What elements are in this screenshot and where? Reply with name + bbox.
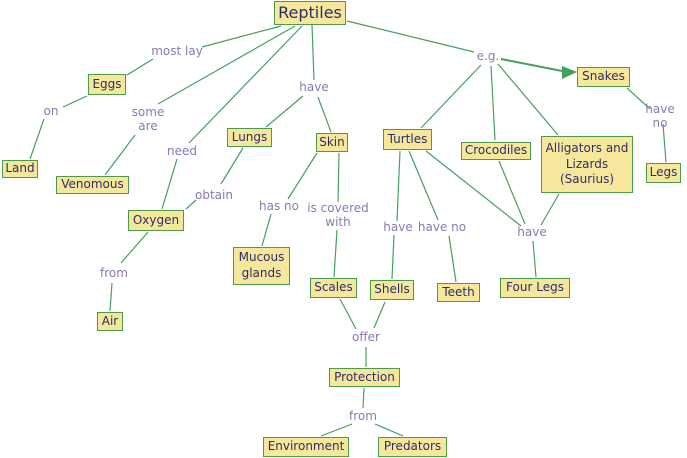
- edge-skin-to-has-no-mucous: [287, 152, 318, 200]
- edge-from-protection-to-environment: [320, 423, 353, 437]
- edge-on-to-land: [29, 118, 45, 160]
- arrowhead-to-snakes: [562, 66, 577, 79]
- edge-snakes-to-have-no-legs: [626, 87, 651, 110]
- node-predators[interactable]: Predators: [378, 437, 447, 457]
- edge-most-lay-to-eggs: [126, 58, 154, 76]
- edge-lungs-to-obtain: [220, 147, 244, 185]
- edge-eg-to-snakes: [500, 58, 563, 72]
- edge-reptiles-to-most-lay: [201, 25, 282, 48]
- link-label-on[interactable]: on: [43, 104, 59, 119]
- edge-oxygen-to-from-air: [120, 231, 149, 264]
- edge-some-are-to-venomous: [104, 134, 136, 176]
- node-alligators-lizards[interactable]: Alligators and Lizards (Saurius): [541, 136, 633, 193]
- edge-need-to-oxygen: [161, 158, 178, 210]
- link-label-from-air[interactable]: from: [100, 266, 128, 281]
- link-label-have-shells[interactable]: have: [383, 220, 413, 235]
- node-eggs[interactable]: Eggs: [88, 74, 126, 95]
- node-venomous[interactable]: Venomous: [56, 176, 129, 194]
- edge-eggs-to-on: [62, 95, 88, 108]
- edge-have-no-teeth-to-teeth: [448, 235, 457, 283]
- edge-reptiles-to-have-lungs-skin: [311, 24, 315, 81]
- edge-eg-to-alligators-lizards: [497, 63, 559, 136]
- node-skin[interactable]: Skin: [316, 133, 348, 152]
- edge-have-lungs-skin-to-lungs: [265, 95, 304, 128]
- edge-is-covered-with-to-scales: [333, 229, 338, 278]
- node-air[interactable]: Air: [97, 312, 123, 331]
- link-label-need[interactable]: need: [167, 144, 197, 159]
- edge-turtles-to-have-no-teeth: [408, 150, 439, 221]
- node-environment[interactable]: Environment: [263, 437, 349, 457]
- node-scales[interactable]: Scales: [310, 278, 357, 298]
- node-lungs[interactable]: Lungs: [227, 128, 272, 147]
- edge-have-four-legs-to-four-legs: [532, 240, 537, 278]
- node-four-legs[interactable]: Four Legs: [500, 278, 570, 298]
- edge-obtain-to-oxygen: [185, 199, 197, 210]
- edge-have-shells-to-shells: [391, 234, 395, 280]
- node-reptiles[interactable]: Reptiles: [274, 1, 346, 25]
- link-label-have-lungs-skin[interactable]: have: [299, 80, 329, 95]
- edge-from-air-to-air: [109, 282, 113, 312]
- link-label-offer[interactable]: offer: [352, 330, 380, 345]
- edge-alligators-lizards-to-have-four-legs: [540, 193, 560, 226]
- edge-shells-to-offer: [373, 301, 386, 329]
- node-shells[interactable]: Shells: [370, 280, 414, 300]
- edge-scales-to-offer: [339, 298, 357, 330]
- edge-crocodiles-to-have-four-legs: [498, 160, 526, 225]
- link-label-has-no-mucous[interactable]: has no: [259, 199, 299, 214]
- node-legs[interactable]: Legs: [646, 163, 681, 183]
- link-label-eg[interactable]: e.g.: [476, 49, 500, 64]
- link-label-most-lay[interactable]: most lay: [151, 44, 203, 59]
- node-oxygen[interactable]: Oxygen: [128, 210, 184, 231]
- edge-skin-to-is-covered-with: [337, 152, 340, 203]
- node-crocodiles[interactable]: Crocodiles: [461, 142, 531, 160]
- edge-turtles-to-have-shells: [396, 150, 401, 222]
- node-mucous-glands[interactable]: Mucous glands: [233, 247, 290, 285]
- node-protection[interactable]: Protection: [329, 368, 400, 387]
- link-label-have-no-legs[interactable]: have no: [645, 102, 675, 130]
- link-label-have-four-legs[interactable]: have: [517, 225, 547, 240]
- edge-has-no-mucous-to-mucous-glands: [261, 213, 272, 247]
- edge-reptiles-to-need: [188, 25, 303, 144]
- edge-from-protection-to-predators: [374, 423, 404, 437]
- edge-have-lungs-skin-to-skin: [317, 96, 332, 133]
- node-snakes[interactable]: Snakes: [577, 67, 630, 87]
- link-label-some-are[interactable]: some are: [131, 105, 165, 133]
- edge-turtles-to-have-four-legs: [425, 150, 522, 227]
- node-teeth[interactable]: Teeth: [437, 283, 480, 302]
- edge-protection-to-from-protection: [362, 387, 365, 409]
- node-turtles[interactable]: Turtles: [383, 129, 432, 150]
- link-label-from-protection[interactable]: from: [349, 409, 377, 424]
- link-label-have-no-teeth[interactable]: have no: [417, 220, 467, 235]
- link-label-is-covered-with[interactable]: is covered with: [307, 201, 369, 229]
- edge-reptiles-to-eg: [346, 20, 475, 53]
- edge-have-no-legs-to-legs: [662, 123, 667, 163]
- node-land[interactable]: Land: [2, 160, 38, 178]
- link-label-obtain[interactable]: obtain: [195, 188, 233, 203]
- edge-eg-to-turtles: [420, 64, 482, 129]
- edge-reptiles-to-some-are: [157, 25, 296, 105]
- edge-eg-to-crocodiles: [490, 65, 496, 141]
